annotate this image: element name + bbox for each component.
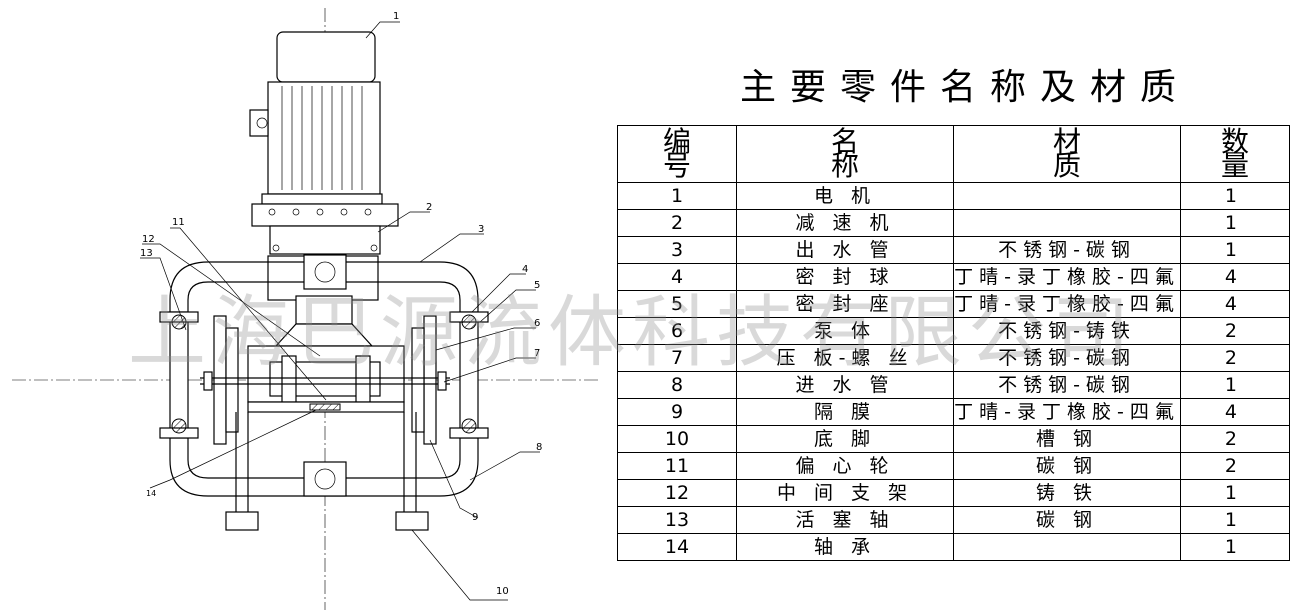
callout-4: 4 bbox=[522, 264, 528, 275]
cell-name: 减 速 机 bbox=[736, 209, 954, 237]
callout-2: 2 bbox=[426, 202, 432, 213]
cell-name: 泵 体 bbox=[736, 317, 954, 345]
callout-numbers: 1 2 3 4 5 6 7 8 9 10 11 12 13 14 bbox=[140, 11, 542, 597]
cell-number: 2 bbox=[617, 209, 737, 237]
cell-name: 偏 心 轮 bbox=[736, 452, 954, 480]
cell-quantity: 4 bbox=[1180, 398, 1290, 426]
header-name: 名称 bbox=[736, 125, 954, 183]
cell-material: 碳 钢 bbox=[953, 452, 1181, 480]
outlet-pipe bbox=[169, 254, 479, 312]
cell-material: 丁晴-录丁橡胶-四氟 bbox=[953, 263, 1181, 291]
watermark: 上海巴源流体科技有限公司 bbox=[128, 288, 1137, 378]
callout-8: 8 bbox=[536, 442, 542, 453]
cell-quantity: 1 bbox=[1180, 236, 1290, 264]
cell-material: 不锈钢-铸铁 bbox=[953, 317, 1181, 345]
cell-number: 11 bbox=[617, 452, 737, 480]
callout-6: 6 bbox=[534, 318, 540, 329]
cell-name: 电 机 bbox=[736, 182, 954, 210]
cell-number: 1 bbox=[617, 182, 737, 210]
cell-quantity: 1 bbox=[1180, 506, 1290, 534]
table-title: 主要零件名称及材质 bbox=[740, 67, 1191, 108]
callout-12: 12 bbox=[142, 234, 155, 245]
cell-name: 活 塞 轴 bbox=[736, 506, 954, 534]
pump-body bbox=[200, 315, 450, 445]
cell-quantity: 4 bbox=[1180, 263, 1290, 291]
motor bbox=[249, 31, 381, 195]
cell-material bbox=[953, 209, 1181, 237]
cell-material: 不锈钢-碳钢 bbox=[953, 236, 1181, 264]
callout-1: 1 bbox=[393, 11, 399, 22]
leader-lines bbox=[140, 21, 540, 601]
cell-quantity: 4 bbox=[1180, 290, 1290, 318]
cell-name: 底 脚 bbox=[736, 425, 954, 453]
inlet-pipe bbox=[169, 438, 479, 497]
cell-quantity: 1 bbox=[1180, 182, 1290, 210]
cell-material: 不锈钢-碳钢 bbox=[953, 344, 1181, 372]
cell-name: 密 封 座 bbox=[736, 290, 954, 318]
cell-name: 进 水 管 bbox=[736, 371, 954, 399]
cell-name: 出 水 管 bbox=[736, 236, 954, 264]
cell-number: 6 bbox=[617, 317, 737, 345]
cell-material bbox=[953, 182, 1181, 210]
callout-14: 14 bbox=[146, 489, 156, 498]
cell-quantity: 1 bbox=[1180, 371, 1290, 399]
cell-material: 碳 钢 bbox=[953, 506, 1181, 534]
cell-material: 丁晴-录丁橡胶-四氟 bbox=[953, 290, 1181, 318]
reducer bbox=[251, 193, 399, 347]
cell-name: 中 间 支 架 bbox=[736, 479, 954, 507]
callout-5: 5 bbox=[534, 280, 540, 291]
cell-number: 4 bbox=[617, 263, 737, 291]
cell-material: 铸 铁 bbox=[953, 479, 1181, 507]
cell-material: 槽 钢 bbox=[953, 425, 1181, 453]
cell-material bbox=[953, 533, 1181, 561]
cell-name: 轴 承 bbox=[736, 533, 954, 561]
cell-quantity: 2 bbox=[1180, 452, 1290, 480]
base-legs bbox=[225, 412, 429, 531]
cell-material: 不锈钢-碳钢 bbox=[953, 371, 1181, 399]
callout-13: 13 bbox=[140, 248, 153, 259]
side-pipes bbox=[159, 311, 489, 439]
cell-number: 12 bbox=[617, 479, 737, 507]
cell-name: 隔 膜 bbox=[736, 398, 954, 426]
cell-quantity: 1 bbox=[1180, 209, 1290, 237]
cell-material: 丁晴-录丁橡胶-四氟 bbox=[953, 398, 1181, 426]
callout-10: 10 bbox=[496, 586, 509, 597]
callout-11: 11 bbox=[172, 217, 185, 228]
cell-quantity: 2 bbox=[1180, 425, 1290, 453]
cell-quantity: 1 bbox=[1180, 533, 1290, 561]
callout-7: 7 bbox=[534, 348, 540, 359]
header-quantity: 数量 bbox=[1180, 125, 1290, 183]
cell-number: 9 bbox=[617, 398, 737, 426]
header-material: 材质 bbox=[953, 125, 1181, 183]
callout-9: 9 bbox=[472, 512, 478, 523]
cell-quantity: 2 bbox=[1180, 317, 1290, 345]
cell-number: 10 bbox=[617, 425, 737, 453]
table-header-row: 编号 名称 材质 数量 bbox=[617, 125, 1290, 183]
header-number: 编号 bbox=[617, 125, 737, 183]
cell-quantity: 1 bbox=[1180, 479, 1290, 507]
cell-number: 13 bbox=[617, 506, 737, 534]
callout-3: 3 bbox=[478, 224, 484, 235]
cell-number: 3 bbox=[617, 236, 737, 264]
cell-number: 14 bbox=[617, 533, 737, 561]
cell-quantity: 2 bbox=[1180, 344, 1290, 372]
